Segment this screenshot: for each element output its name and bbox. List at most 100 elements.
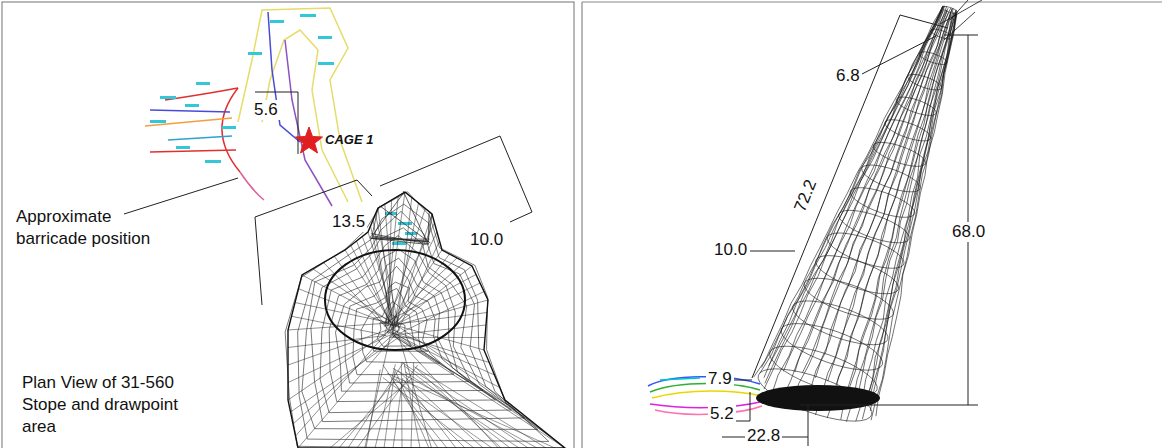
survey-tag [270, 20, 284, 23]
view-caption: Plan View of 31-560 Stope and drawpoint … [22, 372, 180, 438]
drift-outline [222, 88, 240, 172]
stope-wireframe [827, 233, 904, 268]
dimension-line [380, 136, 532, 222]
panel-frame [582, 2, 1162, 448]
location-star [296, 127, 323, 153]
survey-tag [318, 36, 332, 39]
dimension-value: 5.2 [708, 404, 736, 424]
drift-outline [240, 172, 264, 200]
survey-tag [318, 62, 334, 65]
stope-wireframe [348, 363, 403, 448]
drift-outline [238, 8, 362, 202]
survey-tag [185, 104, 199, 107]
stope-wireframe [871, 14, 957, 420]
dimension-line [732, 380, 752, 381]
stope-wireframe [373, 193, 403, 235]
panel-frame [2, 2, 574, 448]
stope-wireframe [873, 142, 925, 166]
drift-centerline [268, 12, 300, 142]
stope-wireframe [385, 313, 487, 326]
stope-wireframe [392, 378, 492, 448]
stope-wireframe [404, 363, 420, 448]
stope-wireframe [370, 236, 372, 237]
dimension-line [800, 35, 978, 405]
survey-tag [300, 14, 316, 17]
dimension-line [752, 15, 900, 378]
stope-wireframe [353, 282, 454, 375]
survey-tag [176, 146, 190, 149]
stope-wireframe [804, 278, 893, 319]
stope-wireframe [375, 364, 395, 448]
stope-wireframe [756, 385, 880, 411]
dimension-value: 10.0 [468, 230, 505, 250]
dimension-value: 22.8 [745, 426, 782, 446]
stope-wireframe [387, 250, 442, 330]
stope-wireframe [781, 324, 882, 371]
drift-centerline [168, 136, 232, 140]
stope-wireframe [398, 283, 480, 323]
stope-wireframe [371, 226, 394, 326]
stope-wireframe [848, 8, 953, 390]
stope-wireframe [815, 12, 950, 415]
drift-outline [660, 378, 700, 380]
location-label: CAGE 1 [323, 133, 375, 148]
stope-wireframe [815, 8, 950, 378]
stope-wireframe [397, 300, 488, 325]
stope-wireframe [816, 256, 899, 294]
dimension-value: 10.0 [712, 240, 749, 260]
stope-wireframe [919, 52, 946, 65]
stope-wireframe [383, 365, 438, 448]
survey-tag [392, 242, 406, 245]
drift-outline [145, 118, 232, 126]
stope-wireframe [827, 14, 951, 418]
dimension-value: 13.5 [330, 212, 367, 232]
stope-wireframe [850, 188, 914, 218]
stope-wireframe [285, 192, 567, 448]
stope-wireframe [414, 367, 546, 448]
leader-line [862, 36, 936, 74]
stope-wireframe [324, 263, 388, 329]
stope-wireframe [896, 97, 936, 115]
stope-wireframe [942, 7, 957, 14]
stope-wireframe [325, 250, 465, 350]
drift-outline [650, 402, 760, 408]
survey-tag [160, 96, 176, 99]
survey-tag [222, 126, 236, 129]
drift-centerline [150, 110, 230, 112]
stope-wireframe [398, 371, 483, 448]
stope-wireframe [803, 13, 949, 411]
stope-wireframe [357, 365, 418, 448]
survey-tag [205, 160, 221, 163]
stope-wireframe [385, 204, 395, 323]
survey-tag [196, 82, 210, 85]
stope-wireframe [392, 203, 419, 337]
stope-wireframe [781, 10, 946, 401]
dimension-value: 72.2 [790, 175, 822, 217]
stope-wireframe [793, 301, 888, 345]
dimension-line [736, 392, 750, 421]
dimension-value: 68.0 [950, 222, 987, 242]
dimension-value: 7.9 [706, 369, 734, 389]
dimension-value: 6.8 [834, 66, 862, 86]
stope-wireframe [793, 11, 947, 405]
stope-wireframe [390, 330, 550, 436]
stope-wireframe [846, 12, 954, 422]
stope-wireframe [288, 192, 565, 448]
drift-outline [652, 391, 762, 398]
stope-wireframe [390, 332, 490, 362]
stope-wireframe [908, 74, 942, 89]
stope-wireframe [288, 324, 399, 400]
drift-outline [150, 150, 236, 152]
stope-wireframe [335, 258, 483, 391]
stope-wireframe [839, 210, 910, 242]
stope-wireframe [761, 6, 943, 368]
stope-wireframe [288, 333, 394, 382]
stope-wireframe [405, 372, 519, 448]
drift-outline [648, 377, 760, 386]
stope-wireframe [374, 233, 375, 235]
stope-wireframe [862, 165, 920, 192]
stope-wireframe [403, 191, 426, 240]
leader-line [124, 178, 238, 214]
survey-tag [150, 120, 166, 123]
stope-wireframe [330, 378, 412, 448]
